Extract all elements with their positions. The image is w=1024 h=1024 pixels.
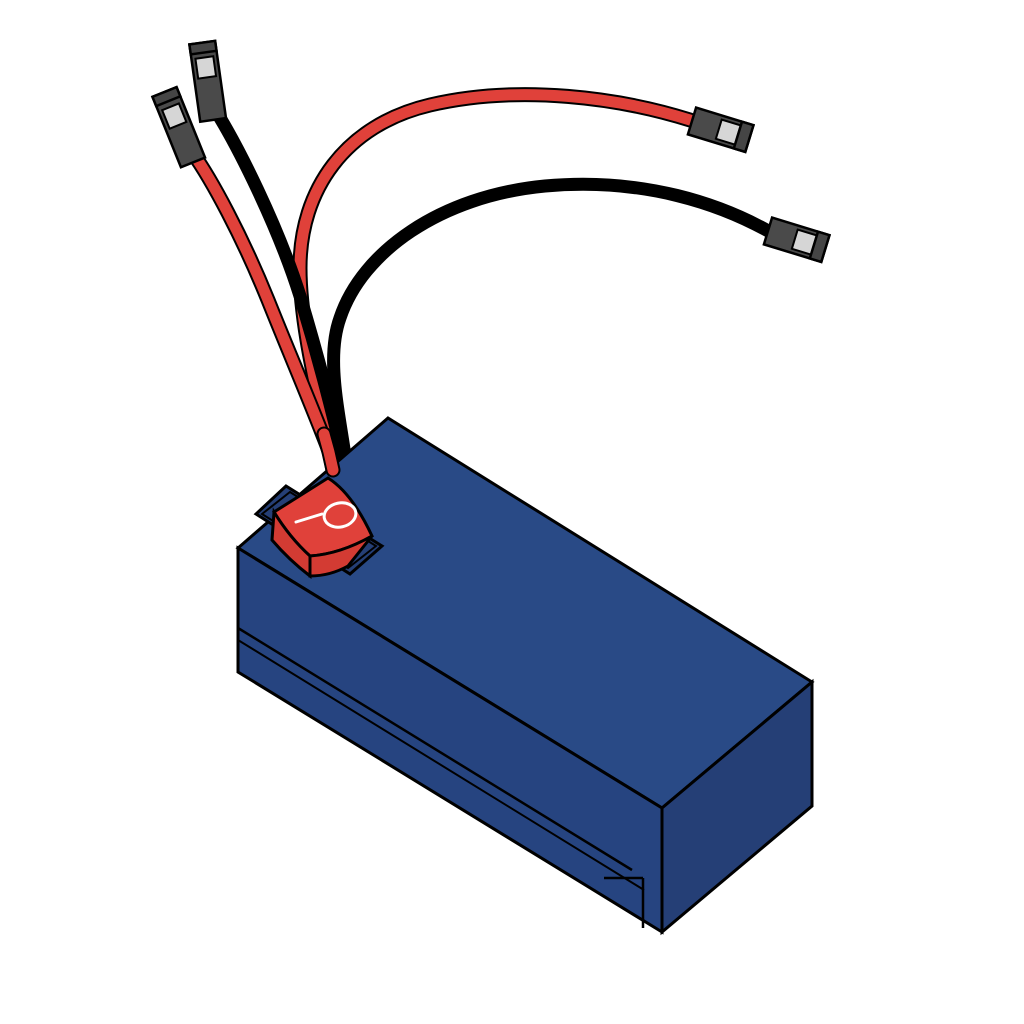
battery-case	[235, 416, 815, 936]
case-seam-line	[237, 639, 645, 891]
switch-cap-lower-right[interactable]	[308, 534, 374, 578]
case-seam-line	[237, 626, 633, 872]
rocker-switch[interactable]	[253, 476, 385, 580]
connector-red-left	[150, 85, 207, 169]
switch-on-marking-icon	[294, 512, 324, 524]
case-side-face	[660, 678, 814, 936]
wire-black-left	[207, 101, 353, 477]
connector-red-right	[686, 106, 756, 154]
wire-entry-stubs	[316, 426, 341, 478]
connector-black-right	[762, 216, 832, 264]
wire-black-right	[327, 177, 777, 477]
wire-red-left	[184, 144, 345, 480]
switch-off-marking-icon	[322, 501, 358, 529]
connector-group	[150, 39, 832, 264]
wire-harness	[184, 87, 777, 480]
connector-black-left	[187, 39, 228, 124]
wire-red-right	[292, 87, 698, 478]
